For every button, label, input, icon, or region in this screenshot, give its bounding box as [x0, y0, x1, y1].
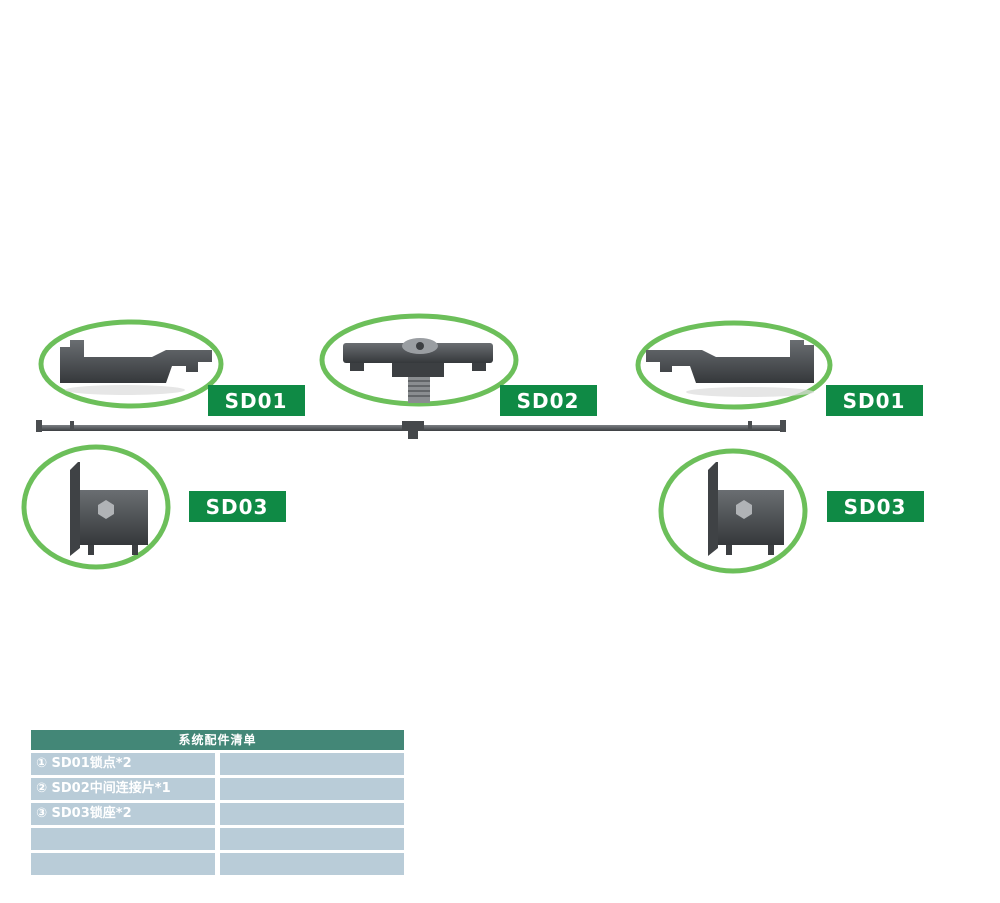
label-sd02-text: SD02 — [517, 389, 580, 413]
sd02-part — [319, 313, 519, 407]
table-cell: ③ SD03锁座*2 — [31, 803, 215, 825]
sd01-left-part — [38, 319, 224, 409]
table-row: ① SD01锁点*2 — [31, 753, 404, 775]
label-sd01-left-text: SD01 — [225, 389, 288, 413]
label-sd03-left-text: SD03 — [206, 495, 269, 519]
table-cell — [220, 778, 404, 800]
label-sd02: SD02 — [500, 385, 597, 416]
table-cell: ② SD02中间连接片*1 — [31, 778, 215, 800]
sd01-right-part — [635, 320, 833, 410]
table-row — [31, 853, 404, 875]
table-cell: ① SD01锁点*2 — [31, 753, 215, 775]
label-sd03-right: SD03 — [827, 491, 924, 522]
label-sd03-right-text: SD03 — [844, 495, 907, 519]
parts-list-title: 系统配件清单 — [31, 730, 404, 750]
table-cell — [220, 803, 404, 825]
sd03-left-part — [21, 444, 171, 570]
table-row — [31, 828, 404, 850]
table-cell — [220, 828, 404, 850]
transmission-rod — [36, 420, 786, 439]
label-sd03-left: SD03 — [189, 491, 286, 522]
table-row: ③ SD03锁座*2 — [31, 803, 404, 825]
table-cell — [220, 753, 404, 775]
label-sd01-right: SD01 — [826, 385, 923, 416]
table-row: ② SD02中间连接片*1 — [31, 778, 404, 800]
table-cell — [220, 853, 404, 875]
table-cell — [31, 828, 215, 850]
label-sd01-left: SD01 — [208, 385, 305, 416]
sd03-right-part — [658, 448, 808, 574]
parts-list-table: 系统配件清单 ① SD01锁点*2 ② SD02中间连接片*1 ③ SD03锁座… — [31, 730, 404, 875]
label-sd01-right-text: SD01 — [843, 389, 906, 413]
table-cell — [31, 853, 215, 875]
